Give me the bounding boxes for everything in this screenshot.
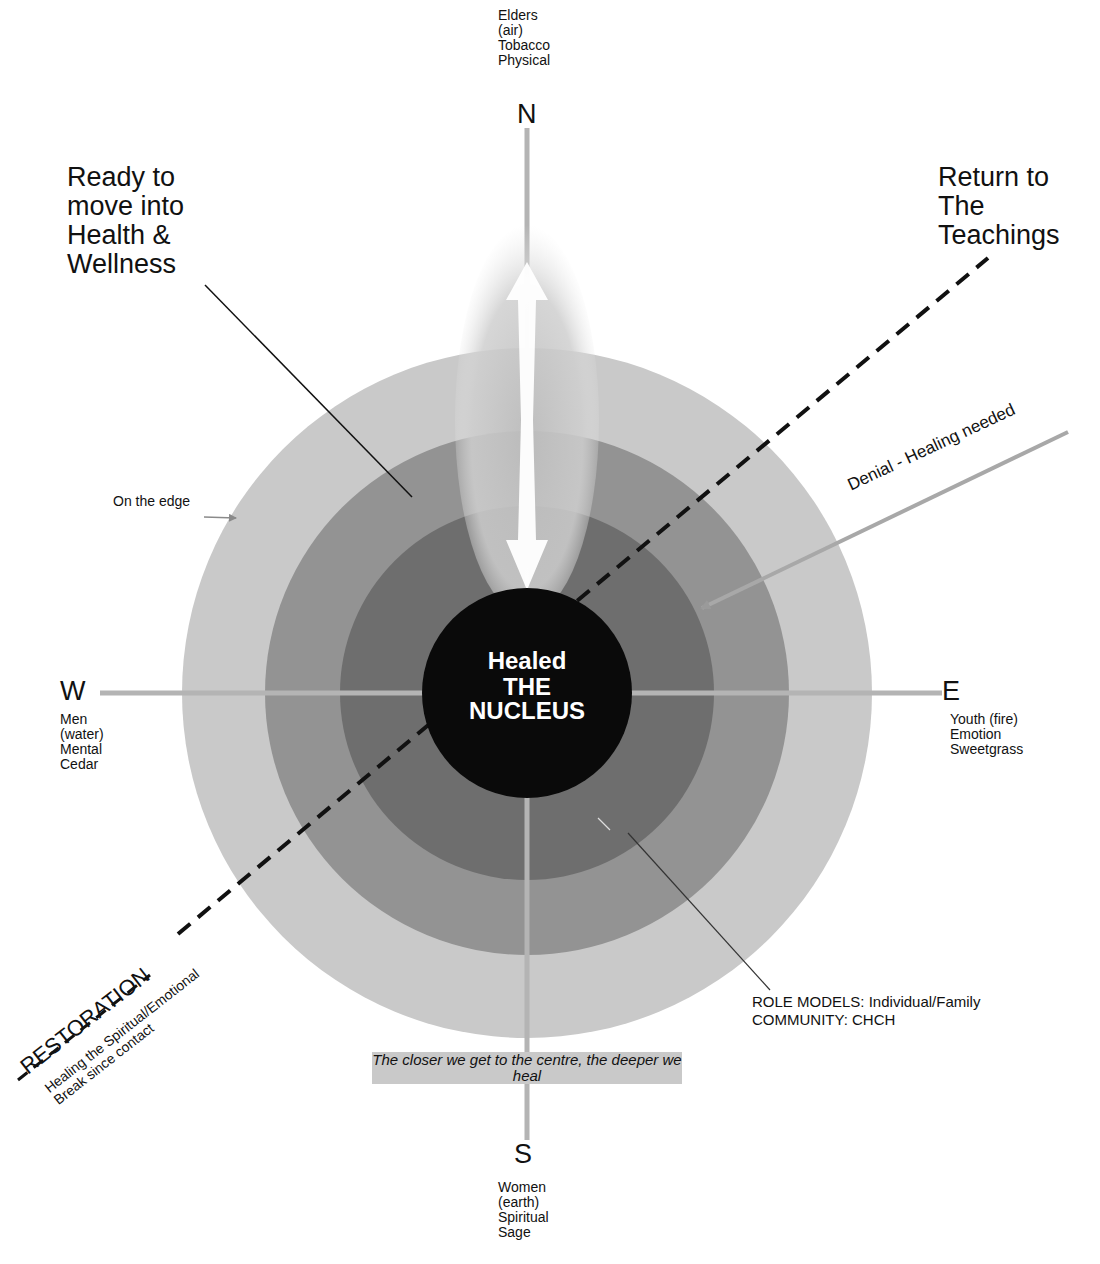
label-text: Elders (air) Tobacco Physical [498, 8, 550, 68]
label-text: The closer we get to the centre, the dee… [372, 1052, 682, 1084]
label-text: COMMUNITY: CHCH [752, 1012, 895, 1028]
leader-line [598, 818, 610, 830]
leader-line [205, 285, 412, 497]
node-heading: Healed [488, 649, 567, 673]
restoration-line [178, 258, 988, 934]
label-text: On the edge [113, 494, 190, 509]
nucleus-circle: HealedTHE NUCLEUS [422, 588, 632, 798]
label-text: W [60, 677, 85, 706]
label-text: Denial - Healing needed [845, 401, 1018, 495]
edge-arrow [204, 517, 236, 518]
down-arrow [506, 420, 548, 590]
label-text: N [517, 100, 537, 129]
label-text: S [514, 1140, 532, 1169]
label-text: Ready to move into Health & Wellness [67, 163, 217, 280]
label-text: Women (earth) Spiritual Sage [498, 1180, 549, 1240]
label-text: ROLE MODELS: Individual/Family [752, 994, 980, 1010]
leader-line [628, 833, 770, 990]
label-text: Youth (fire) Emotion Sweetgrass [950, 712, 1023, 757]
label-text: Return to The Teachings [938, 163, 1088, 250]
label-text: E [942, 677, 960, 706]
label-text: Men (water) Mental Cedar [60, 712, 104, 772]
up-arrow [506, 262, 548, 420]
node-title: THE NUCLEUS [452, 675, 602, 723]
smoke-plume [455, 225, 599, 615]
